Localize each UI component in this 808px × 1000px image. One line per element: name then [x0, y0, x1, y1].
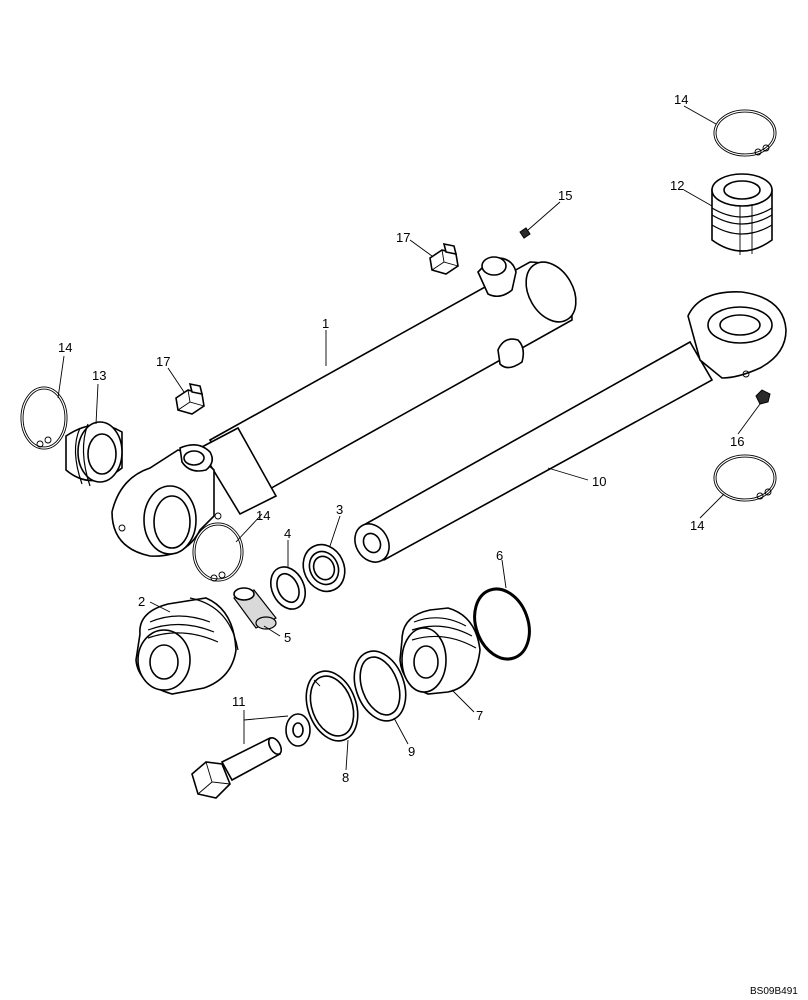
grease-fitting-15: [519, 227, 531, 239]
wiper-seal-4: [269, 566, 307, 610]
label-17-left: 17: [156, 354, 170, 369]
cylinder-barrel-1: [111, 256, 577, 557]
label-7: 7: [476, 708, 483, 723]
cylinder-head-2: [135, 597, 239, 695]
grease-fitting-16: [755, 389, 771, 405]
piston-seal-9: [353, 650, 407, 722]
piston-rod-10: [354, 291, 787, 563]
label-14-middle: 14: [256, 508, 270, 523]
bolt-washer-11: [191, 713, 311, 799]
piston-7: [399, 607, 481, 695]
o-ring-6: [473, 587, 531, 661]
rod-seal-3: [302, 543, 346, 593]
label-2: 2: [138, 594, 145, 609]
plug-17-top: [429, 242, 459, 275]
label-5: 5: [284, 630, 291, 645]
label-1: 1: [322, 316, 329, 331]
reference-code: BS09B491: [750, 986, 798, 997]
wear-ring-8: [305, 670, 359, 742]
label-11: 11: [232, 694, 246, 709]
label-8: 8: [342, 770, 349, 785]
label-12: 12: [670, 178, 684, 193]
label-16: 16: [730, 434, 744, 449]
snap-ring-14-left: [20, 386, 68, 450]
leader-lines: [57, 105, 761, 771]
bearing-sleeve-5: [233, 587, 277, 630]
label-3: 3: [336, 502, 343, 517]
label-10: 10: [592, 474, 606, 489]
label-15: 15: [558, 188, 572, 203]
bushing-12: [711, 173, 773, 255]
label-13: 13: [92, 368, 106, 383]
part-labels: 14 12 15 17 1 14 17 13 16 10 14 14 3 4 6…: [58, 92, 798, 997]
label-17-top: 17: [396, 230, 410, 245]
snap-ring-14-middle: [192, 522, 244, 582]
bushing-13: [65, 421, 123, 487]
snap-ring-14-top: [713, 109, 777, 157]
label-6: 6: [496, 548, 503, 563]
snap-ring-14-right: [713, 454, 777, 502]
label-14-right: 14: [690, 518, 704, 533]
label-14-left: 14: [58, 340, 72, 355]
label-14-top: 14: [674, 92, 688, 107]
label-9: 9: [408, 744, 415, 759]
label-4: 4: [284, 526, 291, 541]
plug-17-left: [175, 382, 205, 415]
